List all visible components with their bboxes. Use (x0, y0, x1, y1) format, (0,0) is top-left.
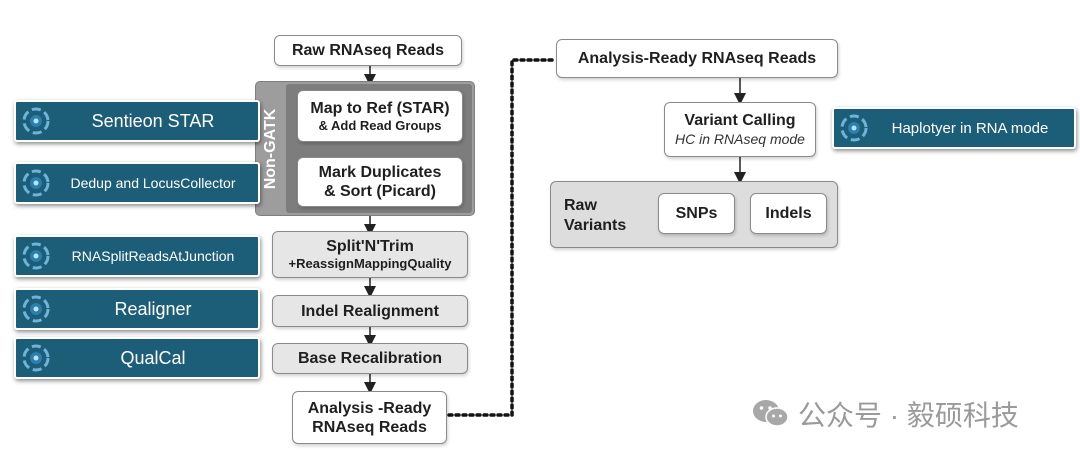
watermark: 公众号 · 毅硕科技 (752, 394, 1019, 434)
raw-reads-box: Raw RNAseq Reads (274, 35, 462, 66)
sentieon-logo-icon (16, 339, 56, 377)
tool-realigner-label: Realigner (114, 298, 192, 319)
indels-label: Indels (765, 205, 812, 222)
non-gatk-label: Non-GATK (262, 108, 279, 190)
tool-dedup-locuscollector-label: Dedup and LocusCollector (70, 175, 236, 191)
raw-variants-label: Raw Variants (564, 196, 626, 236)
sentieon-logo-icon (16, 237, 56, 275)
mark-duplicates-box: Mark Duplicates & Sort (Picard) (297, 157, 463, 207)
tool-rnasplitreadsatjunction: RNASplitReadsAtJunction (14, 235, 260, 277)
sentieon-logo-icon (16, 164, 56, 202)
sentieon-logo-icon (16, 102, 56, 140)
tool-realigner: Realigner (14, 288, 260, 330)
variant-calling-box: Variant Calling HC in RNAseq mode (664, 102, 816, 157)
sentieon-logo-icon (834, 109, 874, 147)
snps-label: SNPs (675, 205, 718, 222)
tool-rnasplitreadsatjunction-label: RNASplitReadsAtJunction (71, 248, 235, 264)
variant-calling-line1: Variant Calling (684, 111, 796, 129)
analysis-ready-right-label: Analysis-Ready RNAseq Reads (577, 50, 817, 67)
raw-variants-line2: Variants (564, 217, 627, 234)
tool-haplotyper-rna-label: Haplotyer in RNA mode (891, 119, 1049, 137)
tool-qualcal-label: QualCal (120, 347, 186, 368)
tool-haplotyper-rna: Haplotyer in RNA mode (832, 107, 1076, 149)
map-to-ref-line1: Map to Ref (STAR) (310, 99, 450, 117)
mark-duplicates-line2: & Sort (Picard) (323, 183, 436, 200)
map-to-ref-line2: & Add Read Groups (318, 117, 442, 133)
split-n-trim-box: Split'N'Trim +ReassignMappingQuality (272, 231, 468, 278)
map-to-ref-box: Map to Ref (STAR) & Add Read Groups (297, 90, 463, 142)
mark-duplicates-line1: Mark Duplicates (318, 164, 442, 181)
tool-dedup-locuscollector: Dedup and LocusCollector (14, 162, 260, 204)
analysis-ready-left-box: Analysis -Ready RNAseq Reads (292, 391, 447, 444)
analysis-ready-left-line2: RNAseq Reads (312, 418, 427, 436)
tool-sentieon-star-label: Sentieon STAR (91, 110, 215, 131)
split-n-trim-line1: Split'N'Trim (326, 238, 414, 255)
raw-reads-label: Raw RNAseq Reads (291, 42, 445, 59)
watermark-text: 公众号 · 毅硕科技 (798, 400, 1019, 431)
indels-box: Indels (750, 193, 827, 234)
analysis-ready-left-line1: Analysis -Ready (307, 399, 432, 417)
analysis-ready-right-box: Analysis-Ready RNAseq Reads (556, 39, 838, 78)
dotted-connector (447, 58, 555, 417)
sentieon-logo-icon (16, 290, 56, 328)
raw-variants-line1: Raw (564, 197, 597, 214)
indel-realignment-box: Indel Realignment (272, 295, 468, 327)
variant-calling-line2: HC in RNAseq mode (675, 130, 805, 147)
wechat-icon (752, 398, 790, 430)
tool-qualcal: QualCal (14, 337, 260, 379)
indel-realignment-label: Indel Realignment (301, 302, 439, 320)
snps-box: SNPs (658, 193, 735, 234)
tool-sentieon-star: Sentieon STAR (14, 100, 260, 142)
base-recalibration-box: Base Recalibration (272, 343, 468, 374)
base-recalibration-label: Base Recalibration (297, 350, 443, 367)
split-n-trim-line2: +ReassignMappingQuality (288, 256, 452, 271)
